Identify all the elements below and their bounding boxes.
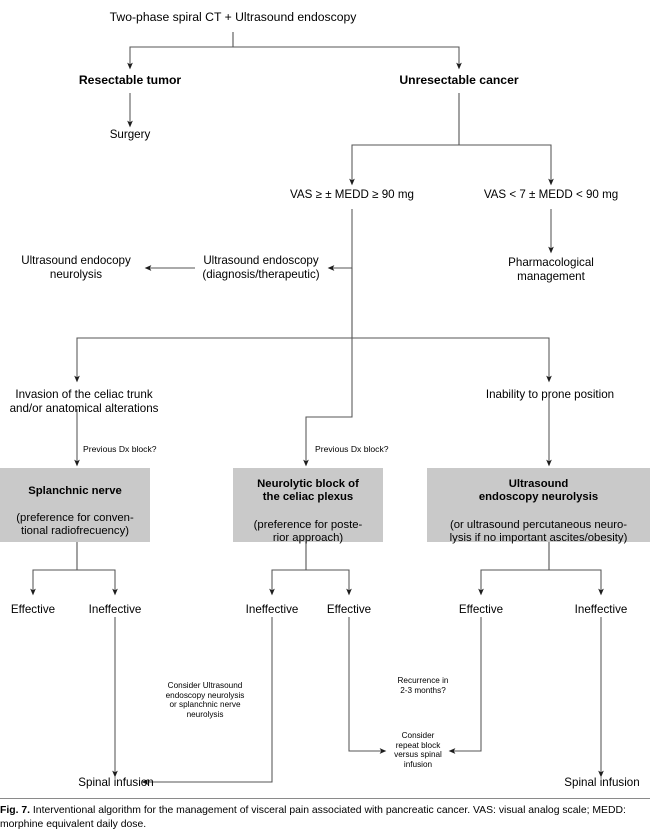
node-spinal-infusion-left: Spinal infusion: [78, 776, 154, 789]
edge-spine-inability: [351, 268, 552, 383]
outcome-mid-effective: Effective: [326, 603, 372, 616]
edge-ultrasoundbox-effective: [478, 541, 550, 596]
node-surgery: Surgery: [109, 128, 151, 141]
outcome-right-ineffective: Ineffective: [574, 603, 628, 616]
figure-number: Fig. 7.: [0, 805, 31, 816]
node-ultrasound-endoscopy: Ultrasound endoscopy (diagnosis/therapeu…: [202, 254, 320, 281]
edge-spine-celiacbox: [303, 338, 353, 467]
node-resectable-tumor: Resectable tumor: [78, 73, 182, 87]
edge-splanchnic-ineffective: [76, 541, 118, 596]
box-neurolytic-celiac-plexus-head: Neurolytic block of the celiac plexus: [257, 477, 359, 504]
edge-vashigh-usendoscopy: [327, 209, 353, 271]
node-vas-high: VAS ≥ ± MEDD ≥ 90 mg: [290, 188, 414, 201]
node-pharmacological-management: Pharmacological management: [508, 256, 594, 283]
edge-root-resectable: [127, 32, 234, 70]
edge-unresectable-vashigh: [349, 93, 460, 186]
box-ultrasound-endoscopy-neurolysis-head: Ultrasound endoscopy neurolysis: [478, 477, 599, 504]
note-recurrence: Recurrence in 2-3 months?: [397, 676, 449, 695]
label-previous-dx-block-mid: Previous Dx block?: [315, 444, 389, 454]
box-splanchnic-nerve-head: Splanchnic nerve: [28, 484, 122, 497]
edge-celiac-effective: [305, 541, 352, 596]
node-vas-low: VAS < 7 ± MEDD < 90 mg: [483, 188, 619, 201]
figure-caption: Fig. 7. Interventional algorithm for the…: [0, 804, 650, 831]
node-inability-prone-position: Inability to prone position: [485, 388, 615, 401]
edge-righteffective-considerrepeat: [448, 617, 482, 754]
outcome-right-effective: Effective: [458, 603, 504, 616]
edge-splanchnic-effective: [30, 541, 78, 596]
node-root: Two-phase spiral CT + Ultrasound endosco…: [109, 10, 357, 24]
edge-mideffective-considerrepeat: [348, 617, 387, 754]
node-unresectable-cancer: Unresectable cancer: [399, 73, 519, 87]
caption-divider: [0, 798, 650, 799]
outcome-left-ineffective: Ineffective: [88, 603, 142, 616]
note-consider-repeat-block: Consider repeat block versus spinal infu…: [394, 731, 442, 770]
edge-spine-invasion: [74, 268, 353, 383]
outcome-mid-ineffective: Ineffective: [245, 603, 299, 616]
edge-celiac-ineffective: [269, 541, 307, 596]
box-ultrasound-endoscopy-neurolysis-sub: (or ultrasound percutaneous neuro- lysis…: [449, 518, 628, 545]
box-splanchnic-nerve-sub: (preference for conven- tional radiofrec…: [16, 511, 134, 538]
edge-ultrasoundbox-ineffective: [548, 541, 604, 596]
outcome-left-effective: Effective: [10, 603, 56, 616]
label-previous-dx-block-left: Previous Dx block?: [83, 444, 157, 454]
box-ultrasound-endoscopy-neurolysis[interactable]: Ultrasound endoscopy neurolysis (or ultr…: [427, 468, 650, 545]
edge-midineffective-spinal: [141, 617, 273, 785]
box-neurolytic-celiac-plexus-sub: (preference for poste- rior approach): [253, 518, 363, 545]
box-splanchnic-nerve[interactable]: Splanchnic nerve (preference for conven-…: [0, 468, 150, 542]
edge-unresectable-vaslow: [458, 93, 554, 186]
node-invasion-celiac-trunk: Invasion of the celiac trunk and/or anat…: [9, 388, 159, 415]
figure-caption-text: Interventional algorithm for the managem…: [0, 805, 626, 830]
box-neurolytic-celiac-plexus[interactable]: Neurolytic block of the celiac plexus (p…: [233, 468, 383, 545]
node-ultrasound-endoscopy-neurolysis: Ultrasound endocopy neurolysis: [21, 254, 131, 281]
note-consider-ultrasound: Consider Ultrasound endoscopy neurolysis…: [165, 681, 245, 720]
edge-root-unresectable: [232, 32, 462, 70]
node-spinal-infusion-right: Spinal infusion: [564, 776, 640, 789]
